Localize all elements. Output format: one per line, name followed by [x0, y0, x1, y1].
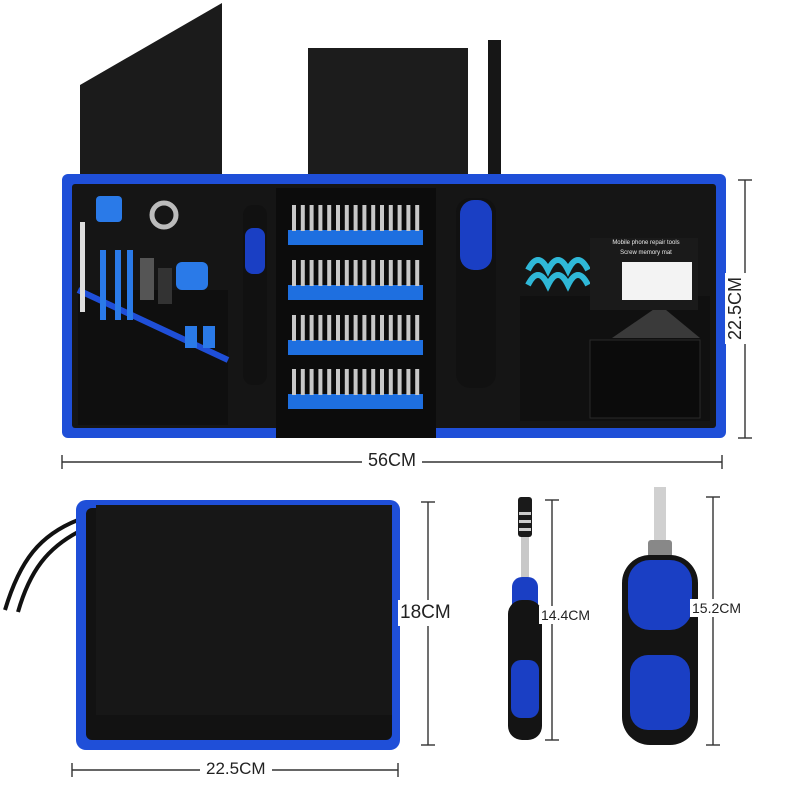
- screwdriver-bit: [397, 315, 402, 341]
- screwdriver-bit: [353, 260, 358, 286]
- screwdriver-bit: [380, 315, 384, 341]
- sim-ring-tool: [149, 200, 179, 230]
- screwdriver-bit: [336, 369, 340, 395]
- screwdriver-bit: [397, 369, 402, 395]
- screwdriver-bit: [388, 369, 393, 395]
- small-driver-length-label: 14.4CM: [539, 606, 593, 624]
- screwdriver-bit: [388, 315, 393, 341]
- mat-label-1: Mobile phone repair tools: [612, 240, 680, 246]
- screwdriver-bit: [327, 260, 332, 286]
- screwdriver-bit: [371, 205, 376, 231]
- screwdriver-bit: [415, 369, 420, 395]
- bit-panel: [276, 188, 436, 438]
- screwdriver-bit: [362, 315, 367, 341]
- screwdriver-bit: [300, 315, 305, 341]
- left-lid-flap: [80, 3, 222, 186]
- pouch-height-label: 18CM: [398, 600, 453, 626]
- large-driver-dimension-line: [706, 496, 720, 746]
- large-driver-in-kit: [456, 198, 496, 388]
- screwdriver-bit: [300, 369, 305, 395]
- large-driver-length-label: 15.2CM: [690, 599, 744, 617]
- screwdriver-bit: [362, 369, 367, 395]
- screwdriver-bit: [397, 260, 402, 286]
- screwdriver-bit: [415, 260, 420, 286]
- screwdriver-bit: [292, 369, 296, 395]
- screwdriver-bit: [380, 205, 384, 231]
- screwdriver-bit: [380, 369, 384, 395]
- screwdriver-bit: [371, 260, 376, 286]
- screwdriver-bit: [415, 205, 420, 231]
- screwdriver-bit: [336, 205, 340, 231]
- screwdriver-bit: [309, 260, 314, 286]
- screwdriver-bit: [318, 315, 323, 341]
- screwdriver-bit: [362, 205, 367, 231]
- screwdriver-bit: [292, 315, 296, 341]
- screwdriver-bit: [309, 369, 314, 395]
- screwdriver-bit: [327, 369, 332, 395]
- screwdriver-bit: [318, 260, 323, 286]
- screwdriver-bit: [327, 315, 332, 341]
- screwdriver-bit: [318, 369, 323, 395]
- kit-height-label: 22.5CM: [725, 272, 747, 345]
- screwdriver-bit: [353, 315, 358, 341]
- screwdriver-bit: [300, 205, 305, 231]
- screwdriver-bit: [327, 205, 332, 231]
- screwdriver-bit: [406, 260, 411, 286]
- screwdriver-bit: [344, 260, 349, 286]
- screwdriver-bit: [344, 369, 349, 395]
- screwdriver-bit: [336, 260, 340, 286]
- screwdriver-bit: [388, 260, 393, 286]
- screwdriver-bit: [406, 205, 411, 231]
- screwdriver-bit: [371, 315, 376, 341]
- screwdriver-bit: [353, 369, 358, 395]
- kit-width-label: 56CM: [362, 450, 423, 471]
- screwdriver-bit: [309, 205, 314, 231]
- screwdriver-bit: [406, 369, 411, 395]
- screwdriver-bit: [300, 260, 305, 286]
- screwdriver-bit: [388, 205, 393, 231]
- large-screwdriver: [622, 487, 698, 745]
- folded-pouch: [3, 500, 400, 750]
- screwdriver-bit: [344, 315, 349, 341]
- small-screwdriver: [508, 497, 542, 740]
- screwdriver-bit: [292, 205, 296, 231]
- screwdriver-bit: [406, 315, 411, 341]
- center-lid-flap: [308, 48, 468, 188]
- screwdriver-bit: [415, 315, 420, 341]
- screwdriver-bit: [292, 260, 296, 286]
- small-driver-in-kit: [243, 205, 267, 385]
- screwdriver-bit: [344, 205, 349, 231]
- screwdriver-bit: [353, 205, 358, 231]
- antistatic-coil: [525, 257, 591, 277]
- screwdriver-bit: [371, 369, 376, 395]
- pouch-width-label: 22.5CM: [200, 759, 272, 779]
- screwdriver-bit: [309, 315, 314, 341]
- screwdriver-bit: [362, 260, 367, 286]
- mat-label-2: Screw memory mat: [620, 250, 672, 256]
- pouch-strap: [3, 518, 79, 611]
- screwdriver-bit: [397, 205, 402, 231]
- screwdriver-bit: [336, 315, 340, 341]
- right-pocket-panel: [520, 238, 710, 421]
- open-tool-kit: [62, 3, 726, 438]
- left-tool-pockets: [76, 196, 230, 425]
- screwdriver-bit: [380, 260, 384, 286]
- screwdriver-bit: [318, 205, 323, 231]
